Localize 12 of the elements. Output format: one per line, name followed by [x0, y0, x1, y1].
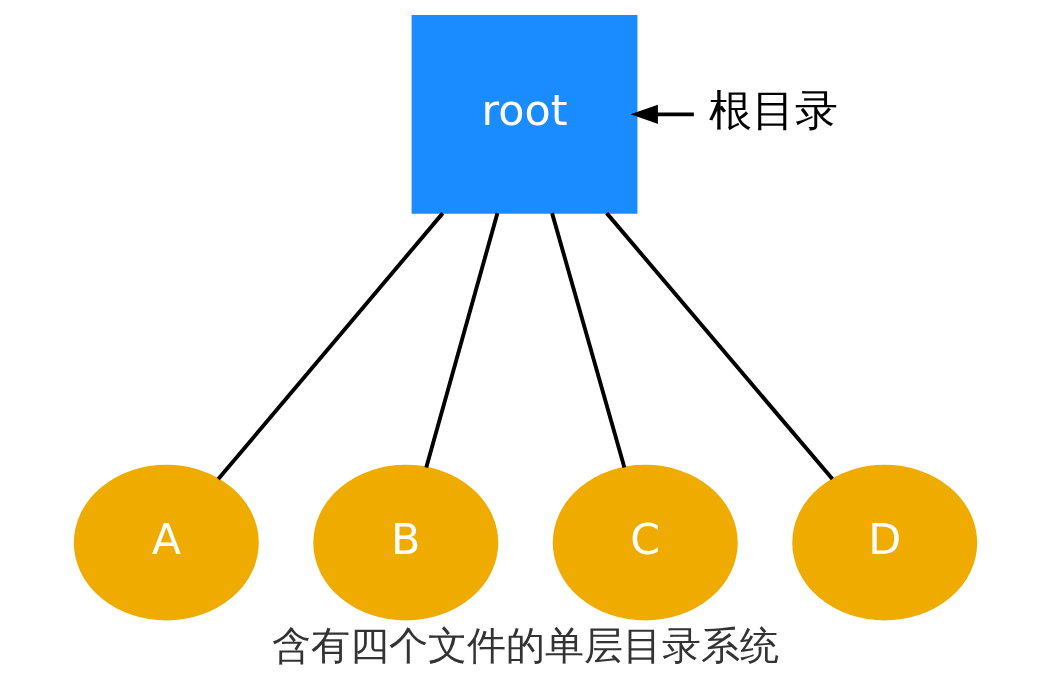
node-box: root: [411, 15, 637, 214]
node-ellipse: B: [312, 464, 498, 621]
node-ellipse: A: [73, 464, 259, 621]
node-ellipse: D: [791, 464, 977, 621]
node-text: 根目录: [708, 85, 838, 136]
connector: [549, 212, 626, 468]
caption: 含有四个文件的单层目录系统: [271, 622, 779, 668]
node-ellipse: C: [552, 464, 738, 621]
arrow: [630, 104, 694, 124]
connector: [423, 212, 499, 468]
connector: [216, 211, 444, 481]
connector: [604, 211, 834, 481]
